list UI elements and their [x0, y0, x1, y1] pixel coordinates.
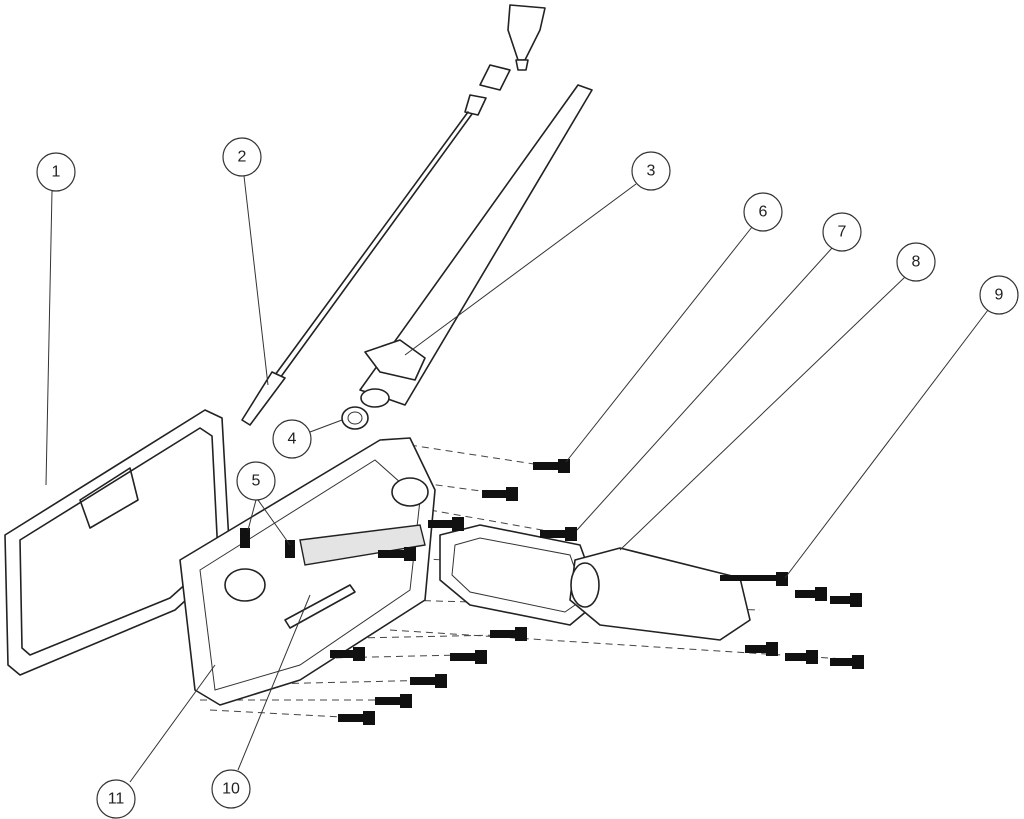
callout-4: 4 — [272, 419, 312, 459]
dipstick-tube — [359, 84, 593, 408]
dipstick — [241, 4, 546, 426]
leader-lines — [45, 175, 989, 783]
callout-label: 7 — [838, 224, 847, 241]
callout-2: 2 — [222, 137, 262, 177]
callout-6: 6 — [743, 192, 783, 232]
callout-label: 4 — [288, 431, 297, 448]
callout-11: 11 — [96, 779, 136, 819]
callout-label: 1 — [52, 164, 61, 181]
callout-label: 11 — [108, 791, 125, 808]
callout-label: 10 — [222, 781, 240, 798]
bolts — [240, 459, 864, 725]
seal-ring — [341, 406, 369, 430]
callout-1: 1 — [36, 152, 76, 192]
housing — [569, 547, 751, 641]
callout-8: 8 — [896, 242, 936, 282]
callout-5: 5 — [236, 461, 276, 501]
callout-label: 5 — [252, 473, 261, 490]
callout-3: 3 — [631, 151, 671, 191]
gasket — [4, 409, 231, 676]
callout-label: 8 — [912, 254, 921, 271]
callout-7: 7 — [822, 212, 862, 252]
timing-cover — [179, 437, 436, 706]
callout-9: 9 — [979, 275, 1019, 315]
callout-label: 6 — [759, 204, 768, 221]
callout-label: 2 — [238, 149, 247, 166]
callout-10: 10 — [211, 769, 251, 809]
callout-label: 3 — [647, 163, 656, 180]
callout-label: 9 — [995, 287, 1004, 304]
